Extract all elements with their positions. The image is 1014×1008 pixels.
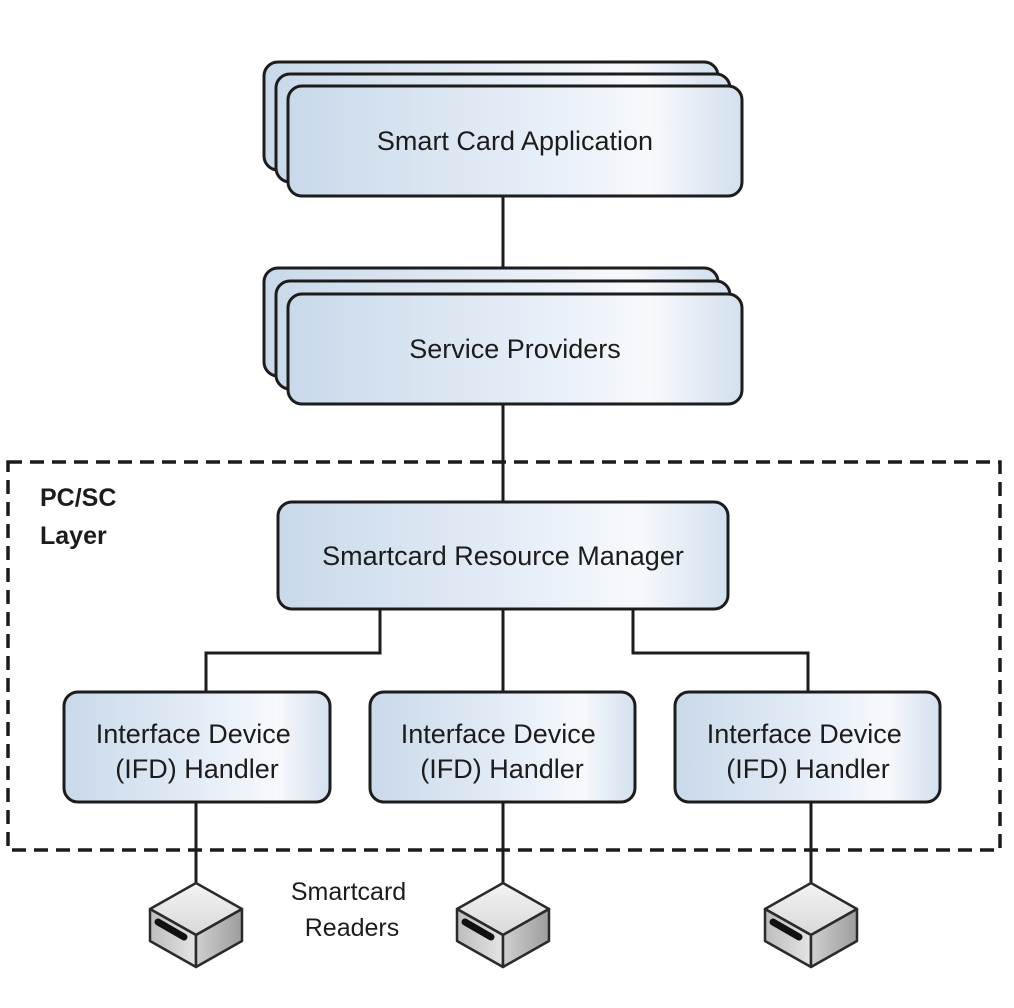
smartcard-readers-label: Smartcard Readers bbox=[291, 878, 413, 942]
ifd-handler-label: Interface Device (IFD) Handler bbox=[707, 719, 910, 784]
smart-card-application-stack: Smart Card Application bbox=[262, 60, 744, 198]
ifd-handler-center: Interface Device (IFD) Handler bbox=[368, 690, 637, 804]
ifd-handler-left: Interface Device (IFD) Handler bbox=[62, 690, 332, 804]
ifd-handler-label-line2: (IFD) Handler bbox=[420, 754, 584, 784]
ifd-handler-box bbox=[368, 690, 637, 804]
ifd-handler-label-line2: (IFD) Handler bbox=[726, 754, 890, 784]
ifd-handler-label-line1: Interface Device bbox=[707, 719, 902, 749]
smartcard-reader-icon bbox=[148, 881, 244, 969]
smartcard-readers-label-line1: Smartcard bbox=[291, 878, 406, 906]
ifd-handler-box bbox=[62, 690, 332, 804]
connectors bbox=[194, 197, 813, 890]
application-label: Smart Card Application bbox=[377, 126, 653, 156]
smartcard-reader-icon bbox=[763, 881, 859, 969]
providers-card-front bbox=[286, 292, 744, 406]
providers-label: Service Providers bbox=[409, 334, 621, 364]
smartcard-readers-label-line2: Readers bbox=[305, 914, 400, 942]
resource-manager: Smartcard Resource Manager bbox=[276, 500, 730, 611]
connector-manager-to-handler-left bbox=[204, 608, 382, 692]
application-card-front bbox=[286, 84, 744, 198]
ifd-handler-label-line1: Interface Device bbox=[401, 719, 596, 749]
ifd-handler-label-line2: (IFD) Handler bbox=[115, 754, 279, 784]
ifd-handler-label-line1: Interface Device bbox=[96, 719, 291, 749]
service-providers-stack: Service Providers bbox=[262, 266, 744, 406]
pcsc-layer-frame bbox=[6, 460, 1002, 852]
resource-manager-box bbox=[276, 500, 730, 611]
smartcard-reader-icon bbox=[455, 881, 551, 969]
ifd-handler-label: Interface Device (IFD) Handler bbox=[401, 719, 604, 784]
ifd-handler-label: Interface Device (IFD) Handler bbox=[96, 719, 299, 784]
pcsc-layer-label-line2: Layer bbox=[40, 522, 107, 550]
ifd-handler-right: Interface Device (IFD) Handler bbox=[673, 690, 942, 804]
connector-manager-to-handler-right bbox=[631, 608, 810, 692]
resource-manager-label: Smartcard Resource Manager bbox=[322, 541, 684, 571]
ifd-handler-box bbox=[673, 690, 942, 804]
pcsc-layer-label-line1: PC/SC bbox=[40, 484, 116, 512]
pcsc-layer-label: PC/SC Layer bbox=[40, 484, 123, 550]
